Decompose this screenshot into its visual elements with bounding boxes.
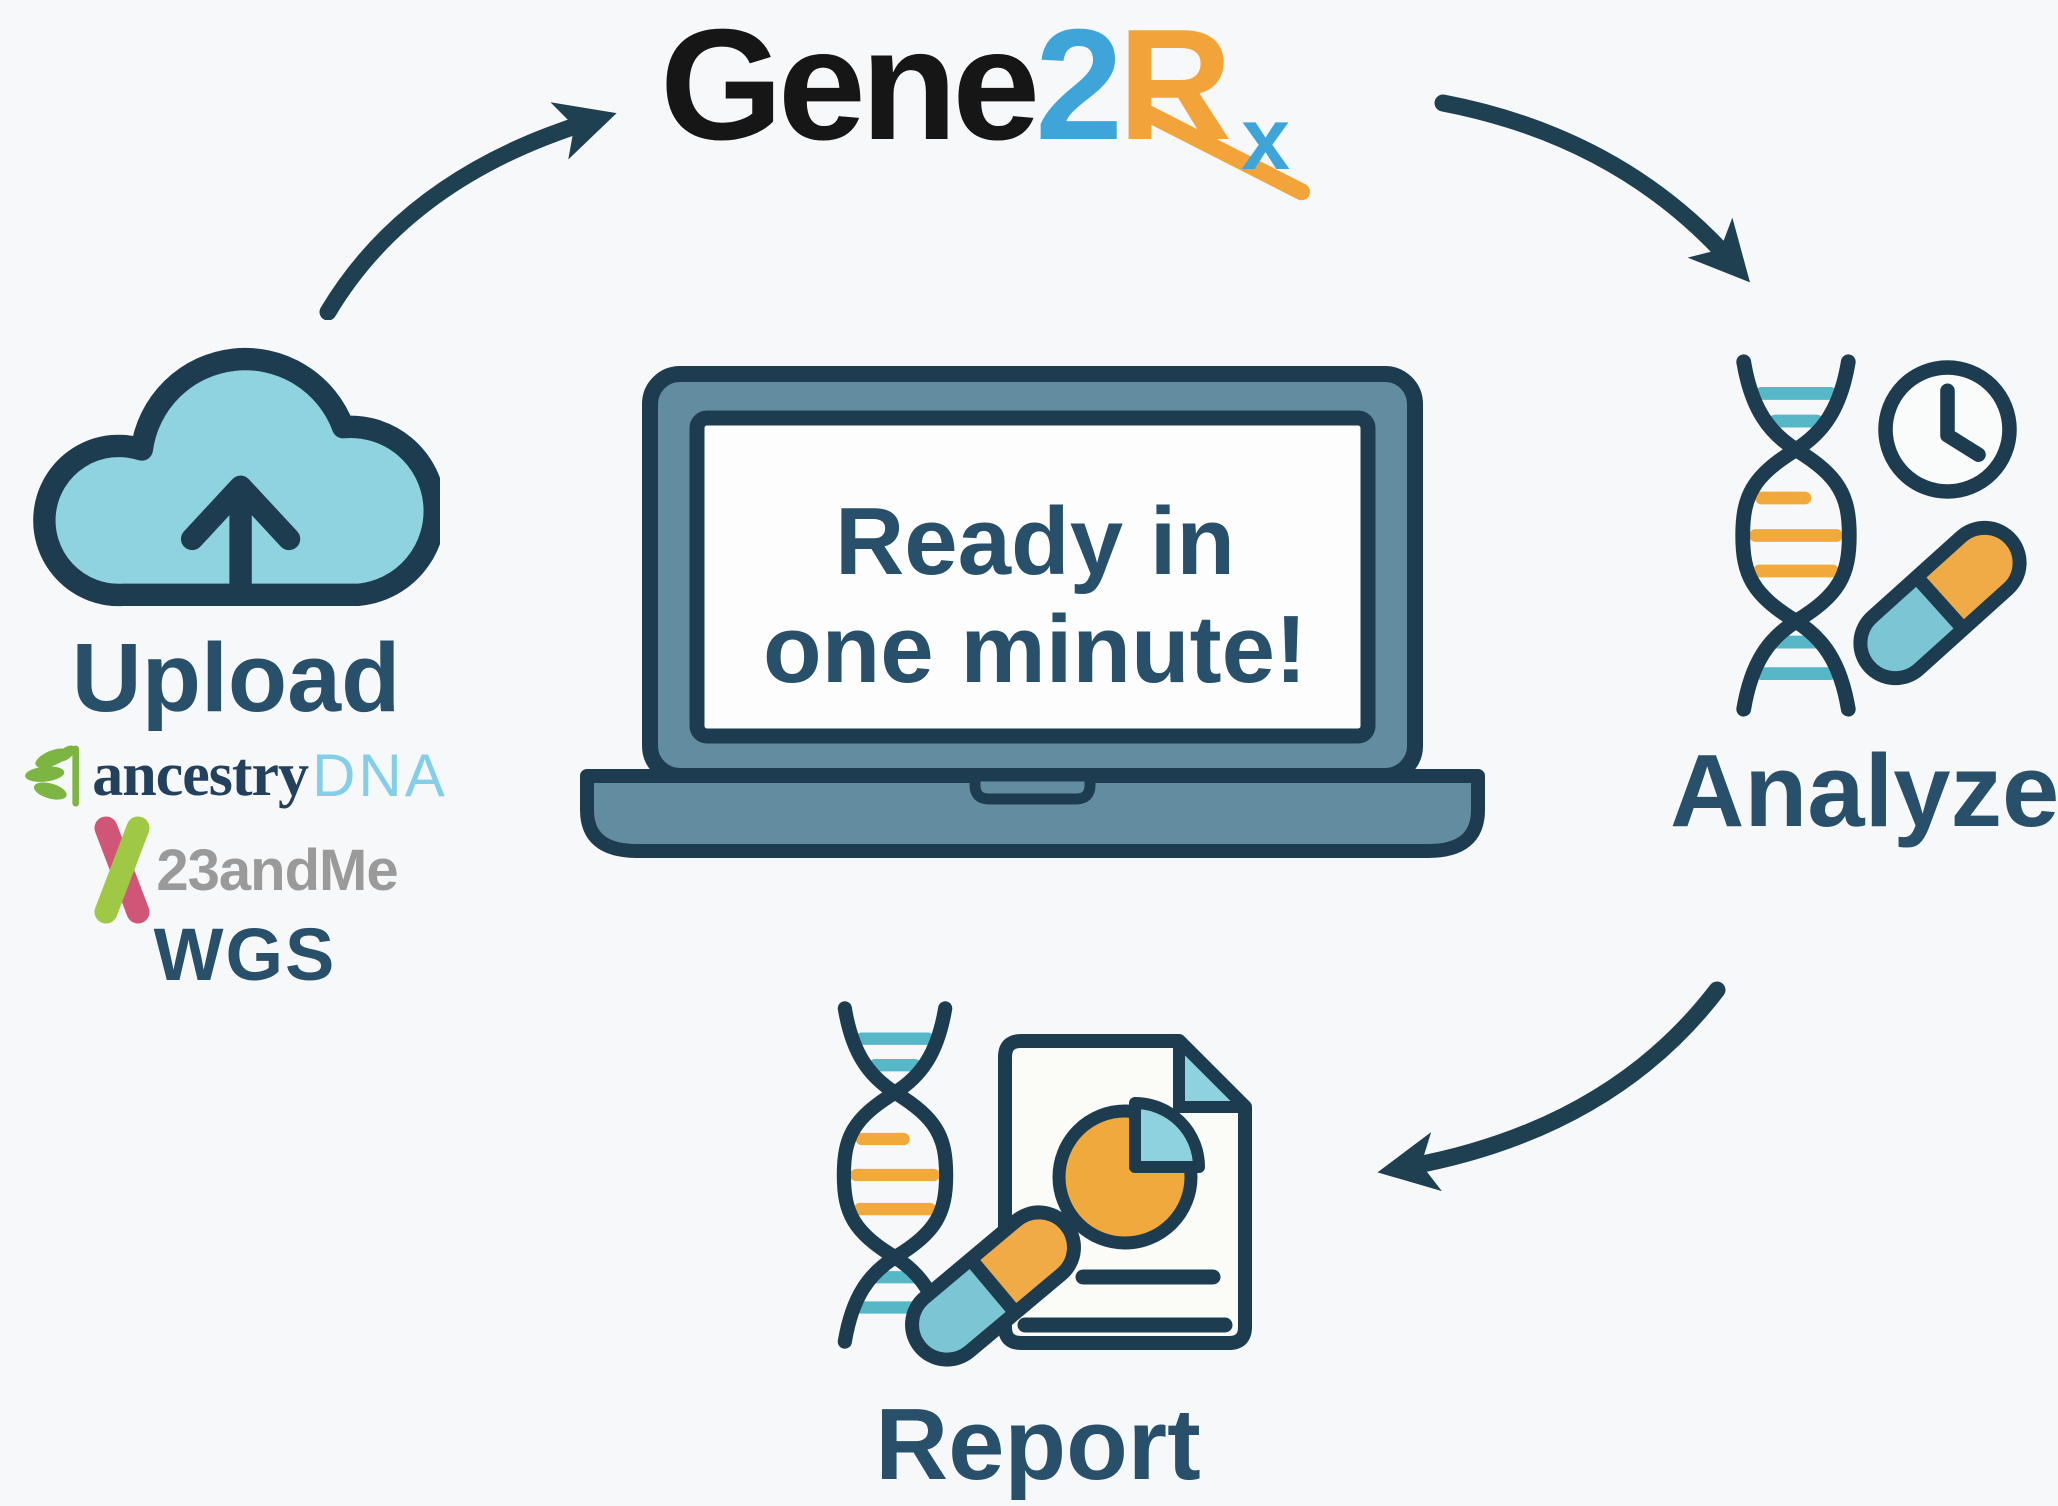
pie-chart-icon bbox=[1052, 1097, 1205, 1250]
laptop-notch bbox=[969, 770, 1096, 805]
chromosome-x-icon bbox=[94, 816, 150, 924]
screen-message-line1: Ready in bbox=[834, 487, 1236, 595]
dna-helix-report-icon bbox=[836, 1001, 954, 1349]
clock-icon bbox=[1878, 360, 2017, 499]
logo-text-gene: Gene bbox=[660, 0, 1040, 173]
ancestry-logo-text: ancestry bbox=[92, 741, 309, 809]
source-wgs: WGS bbox=[153, 913, 337, 996]
logo-text-x-subscript: x bbox=[1241, 89, 1290, 188]
ancestry-dna-text: DNA bbox=[312, 742, 448, 809]
step-label-report: Report bbox=[875, 1389, 1201, 1501]
screen-message: Ready in one minute! bbox=[660, 438, 1410, 753]
arrow-analyze-to-report-icon bbox=[1377, 981, 1726, 1192]
laptop-screen bbox=[689, 410, 1376, 744]
cloud-upload-icon bbox=[33, 347, 440, 607]
dna-helix-analyze-icon bbox=[1735, 354, 1857, 717]
23andme-logo-text: 23andMe bbox=[156, 837, 398, 903]
ancestry-leaf-icon bbox=[25, 744, 80, 807]
folded-corner bbox=[1173, 1035, 1251, 1113]
logo-text-2: 2 bbox=[1035, 0, 1123, 173]
arrow-logo-to-analyze-icon bbox=[1434, 94, 1751, 283]
step-label-analyze: Analyze bbox=[1670, 733, 2058, 848]
arrow-upload-to-logo-icon bbox=[319, 102, 617, 320]
document-text-lines bbox=[1017, 1269, 1233, 1333]
laptop-base bbox=[580, 769, 1485, 858]
upload-arrow-glyph bbox=[180, 475, 301, 607]
laptop-icon bbox=[580, 366, 1485, 858]
source-23andme: 23andMe bbox=[80, 816, 410, 924]
screen-message-line2: one minute! bbox=[763, 595, 1307, 703]
pill-capsule-report-icon bbox=[880, 1180, 1105, 1392]
report-document-icon bbox=[998, 1034, 1252, 1350]
pill-capsule-analyze-icon bbox=[1829, 496, 2052, 711]
step-label-upload: Upload bbox=[71, 623, 401, 732]
